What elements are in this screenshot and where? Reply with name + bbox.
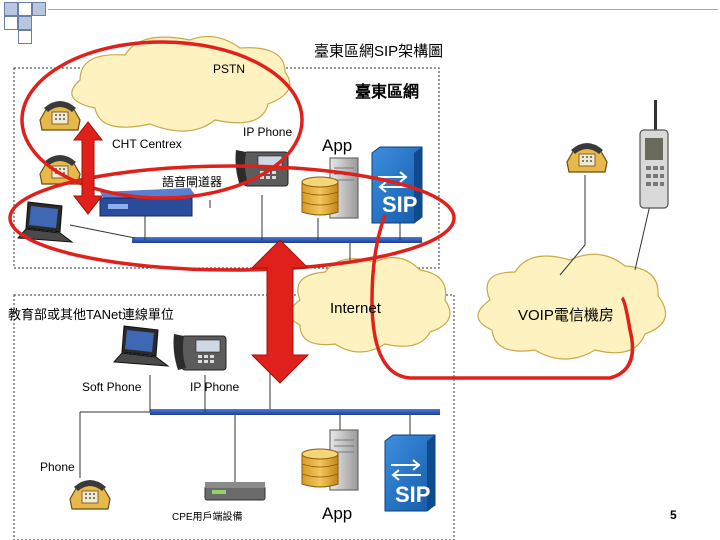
soft-phone-label: Soft Phone xyxy=(82,380,142,394)
internet-cloud xyxy=(289,256,451,353)
pstn-label: PSTN xyxy=(213,62,246,76)
page-number: 5 xyxy=(670,508,677,522)
ip-phone-top-label: IP Phone xyxy=(243,125,293,139)
phone-label: Phone xyxy=(40,460,75,474)
tanet-network-bar xyxy=(150,409,440,415)
gateway-highlight-oval xyxy=(8,164,456,272)
pstn-highlight-oval xyxy=(20,40,304,200)
deco-square xyxy=(4,2,18,16)
internet-label: Internet xyxy=(330,300,381,317)
taitung-label: 臺東區網 xyxy=(355,84,420,101)
deco-square xyxy=(32,2,46,16)
voip-label: VOIP電信機房 xyxy=(518,307,614,324)
cht-centrex-label: CHT Centrex xyxy=(112,137,182,151)
phone-icon xyxy=(69,479,111,510)
tanet-unit-label: 教育部或其他TANet連線單位 xyxy=(8,307,174,322)
taitung-network-bar xyxy=(132,237,422,243)
pstn-cloud xyxy=(71,35,291,132)
deco-square xyxy=(18,2,32,16)
app-server-icon xyxy=(301,157,359,219)
voip-connectors xyxy=(559,175,651,276)
phone-icon xyxy=(39,100,81,131)
voice-gateway-label: 語音閘道器 xyxy=(162,175,223,189)
app-bottom-label: App xyxy=(322,504,353,523)
mobile-phone-icon xyxy=(639,100,669,209)
cpe-label: CPE用戶端設備 xyxy=(172,512,243,523)
laptop-icon xyxy=(113,325,169,367)
page-title: 臺東區網SIP架構圖 xyxy=(314,43,444,60)
cpe-device-icon xyxy=(204,482,266,501)
app-top-label: App xyxy=(322,136,353,155)
red-double-arrow-left xyxy=(72,121,104,215)
tanet-region-box xyxy=(13,294,455,540)
voice-gateway-device-icon xyxy=(99,188,196,217)
sip-bottom-text: SIP xyxy=(395,482,431,507)
voip-cloud xyxy=(477,253,667,360)
title-rule xyxy=(48,9,718,10)
app-server-icon xyxy=(301,429,359,491)
phone-icon xyxy=(566,142,608,173)
deco-square xyxy=(4,16,18,30)
top-connectors xyxy=(69,195,401,262)
sip-top-text: SIP xyxy=(382,192,418,217)
red-double-arrow-center xyxy=(250,239,310,384)
ip-phone-bottom-label: IP Phone xyxy=(190,380,240,394)
sip-route-curve xyxy=(370,214,635,380)
ip-phone-icon xyxy=(173,333,227,371)
deco-square xyxy=(18,30,32,44)
deco-square xyxy=(18,16,32,30)
